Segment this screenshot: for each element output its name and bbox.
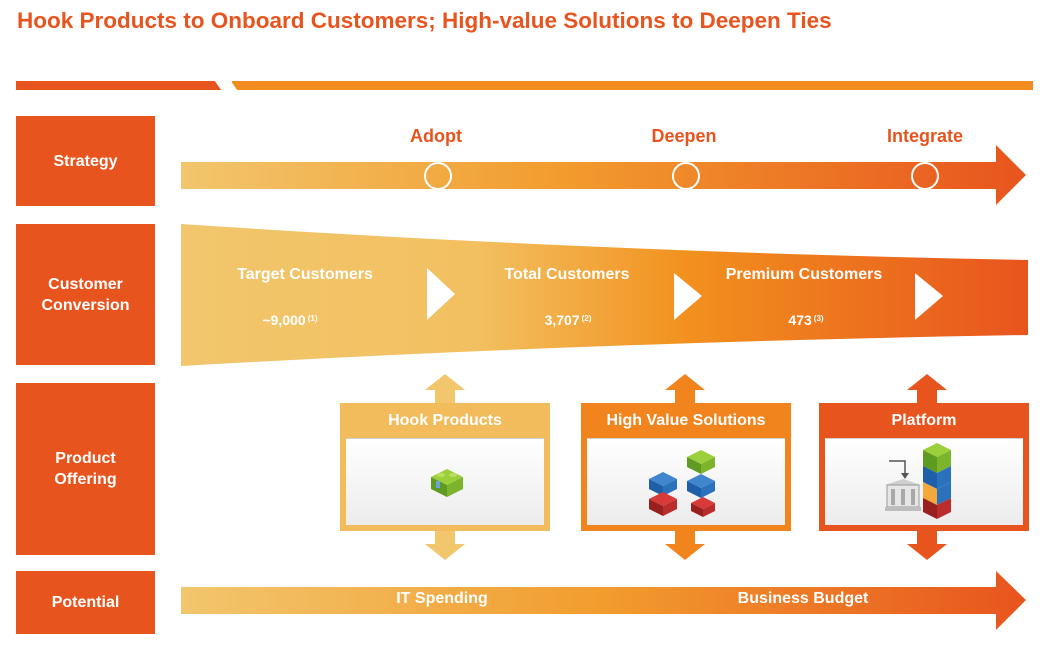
potential-label-it: IT Spending [396, 590, 488, 607]
header-divider-left [16, 81, 222, 90]
product-box-hook: Hook Products [340, 403, 550, 531]
funnel-label-total: Total Customers [504, 266, 630, 283]
stage-label-deepen: Deepen [651, 126, 717, 146]
header-divider-right [232, 81, 1033, 90]
funnel-chevron-1 [427, 268, 455, 320]
product-title-platform: Platform [891, 411, 957, 429]
funnel-chevron-3 [915, 273, 943, 320]
product-body-hook [346, 438, 544, 525]
product-box-platform: Platform [819, 403, 1029, 531]
product-title-hook: Hook Products [388, 411, 502, 429]
stage-label-adopt: Adopt [410, 126, 462, 146]
funnel-value-total: 3,707(2) [544, 312, 592, 328]
stage-circle-integrate [911, 162, 939, 190]
potential-label-business: Business Budget [737, 590, 869, 607]
stage-circle-deepen [672, 162, 700, 190]
funnel-value-premium: 473(3) [788, 312, 824, 328]
product-body-platform [825, 438, 1023, 525]
product-arrow-platform [907, 374, 947, 560]
funnel-chevron-2 [674, 273, 702, 320]
funnel-label-premium: Premium Customers [725, 266, 883, 283]
product-arrow-hook [425, 374, 465, 560]
block-stack-icon [923, 443, 951, 519]
stage-circle-adopt [424, 162, 452, 190]
row-label-offering: Product Offering [16, 383, 155, 555]
product-box-high-value: High Value Solutions [581, 403, 791, 531]
lego-block-icon [431, 469, 463, 497]
lego-blocks-icon [649, 450, 715, 517]
page-title: Hook Products to Onboard Customers; High… [17, 8, 832, 33]
strategy-arrow [181, 145, 1026, 205]
row-label-conversion: Customer Conversion [16, 224, 155, 365]
row-label-potential: Potential [16, 571, 155, 634]
building-icon [885, 479, 921, 511]
stage-label-integrate: Integrate [886, 126, 964, 146]
product-title-high-value: High Value Solutions [606, 411, 766, 429]
potential-arrow [181, 571, 1026, 630]
platform-icon [885, 443, 951, 519]
row-label-strategy: Strategy [16, 116, 155, 206]
product-arrow-high-value [665, 374, 705, 560]
funnel-value-target: ~9,000(1) [262, 312, 318, 328]
conversion-funnel [181, 224, 1028, 366]
funnel-label-target: Target Customers [237, 266, 373, 283]
product-body-high-value [587, 438, 785, 525]
